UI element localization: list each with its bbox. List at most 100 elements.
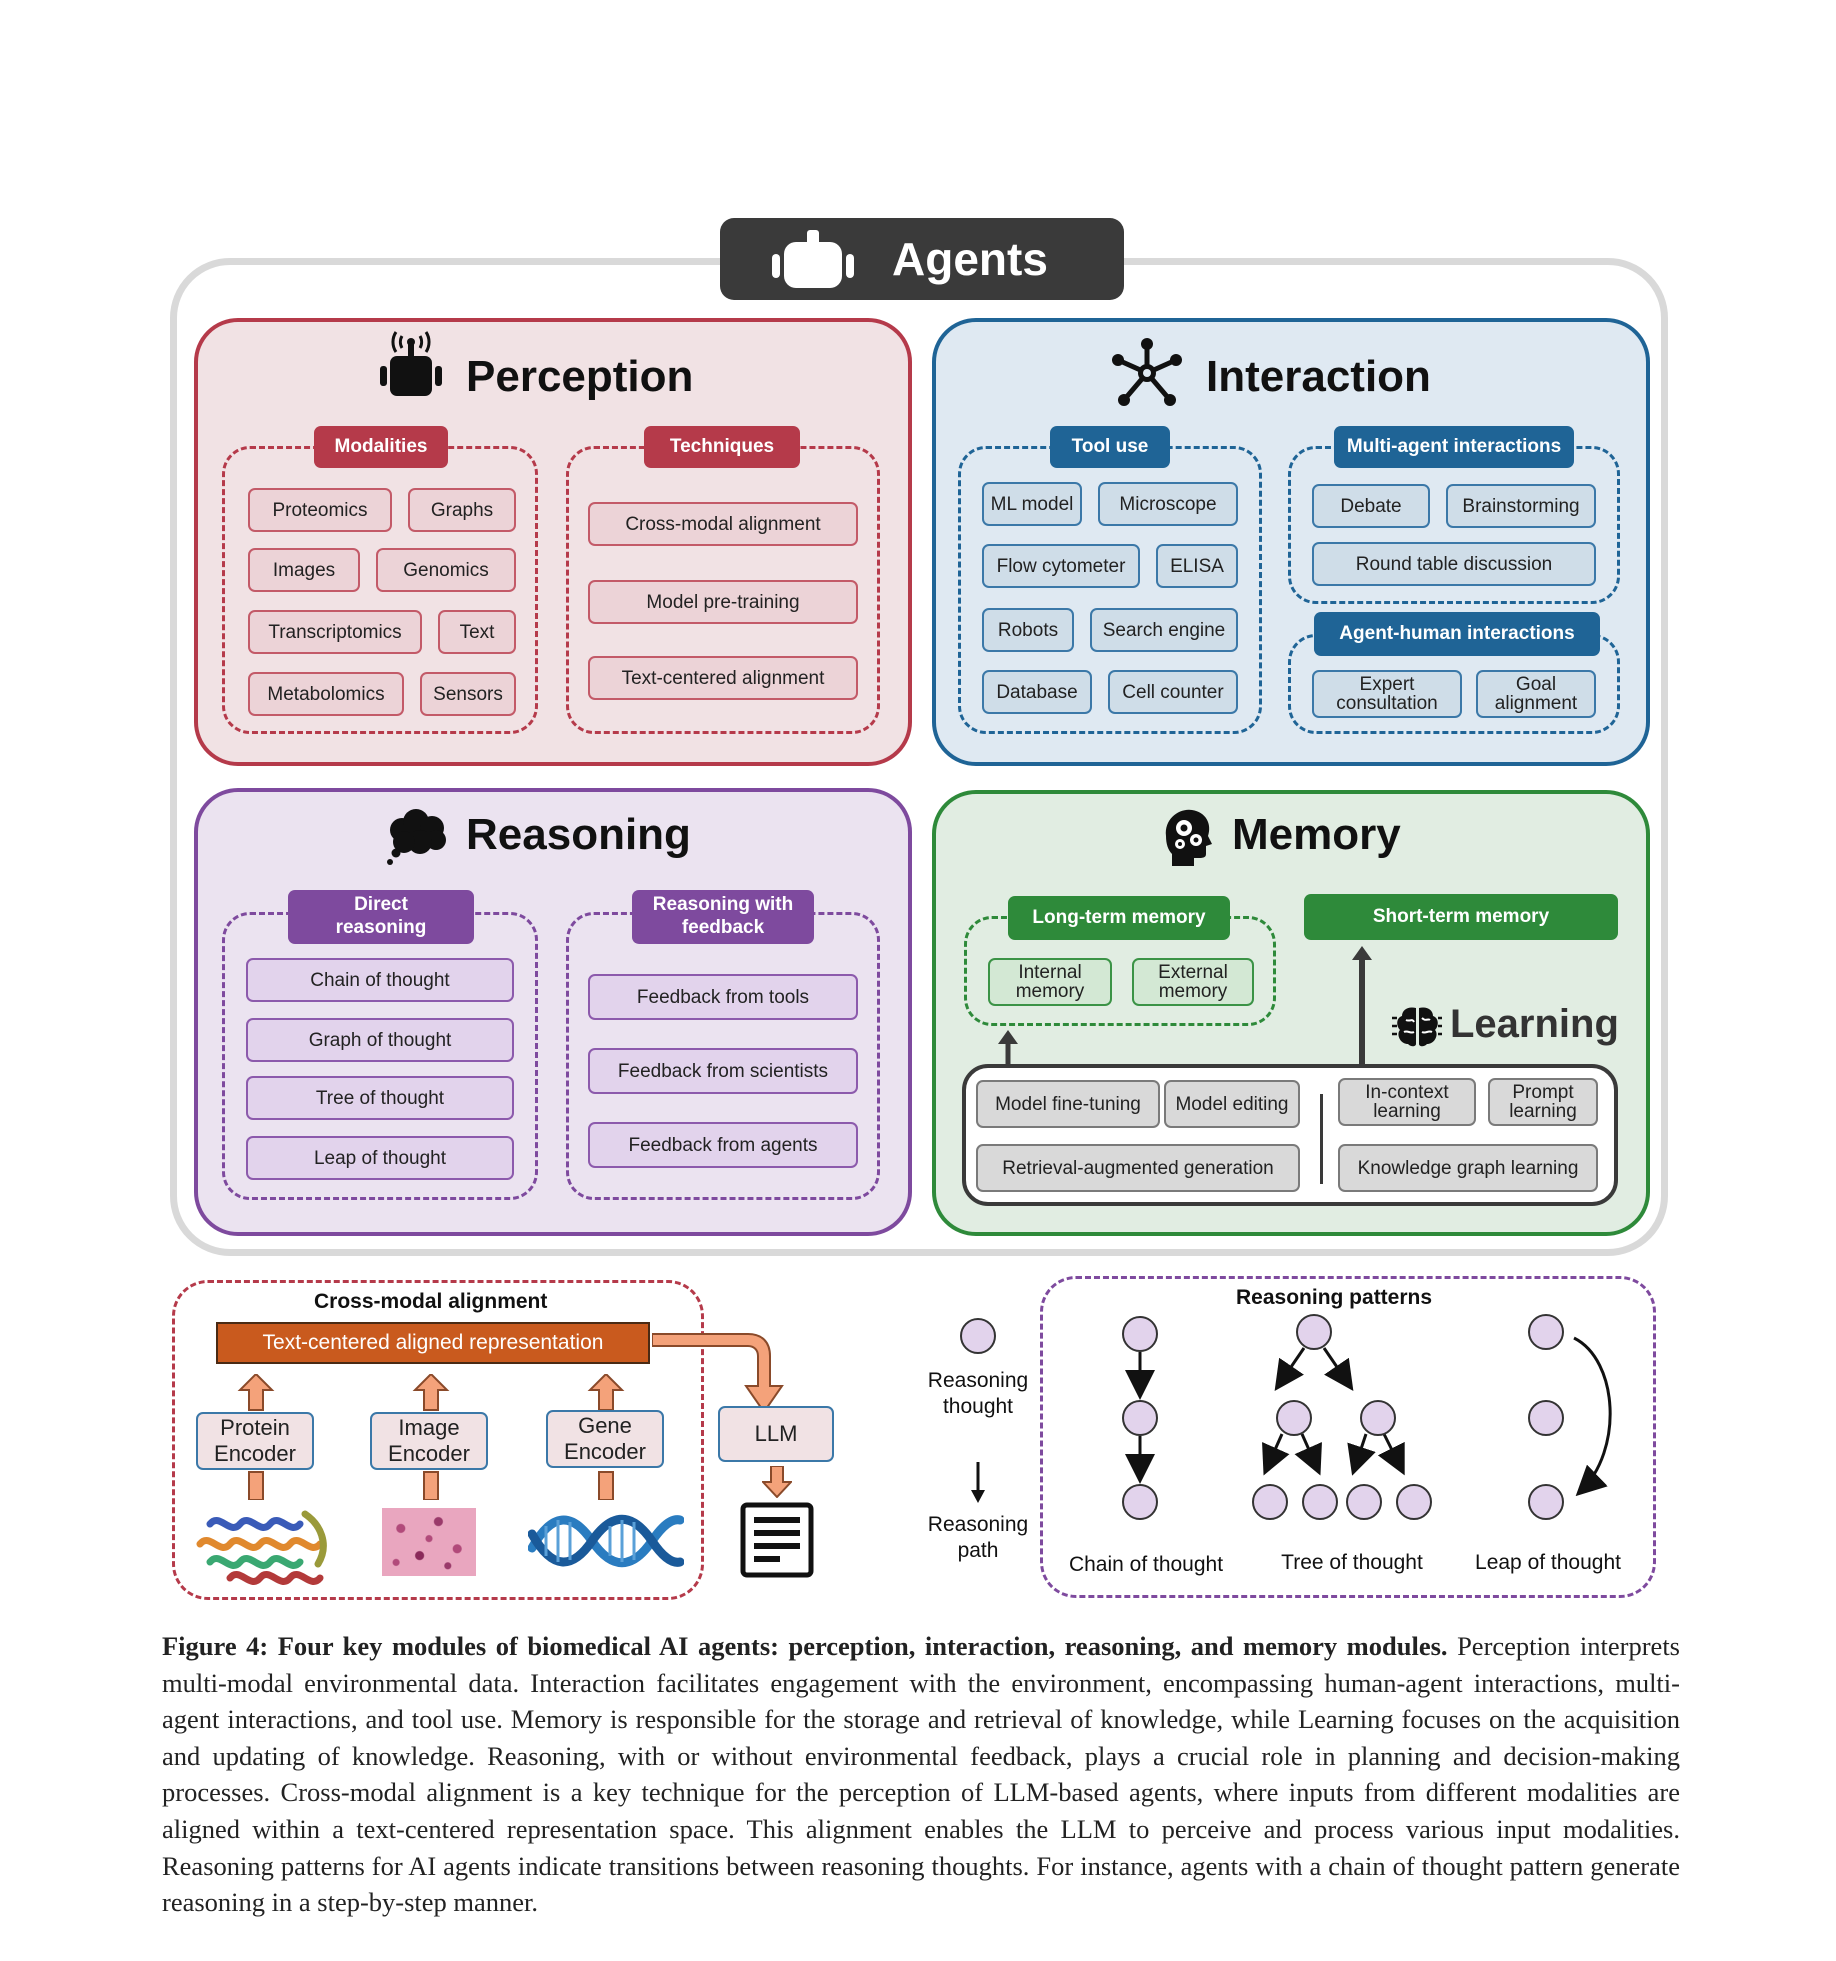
techniques-header: Techniques (644, 426, 800, 468)
learning-knowledge-graph: Knowledge graph learning (1338, 1144, 1598, 1192)
modality-metabolomics: Metabolomics (248, 672, 404, 716)
modality-proteomics: Proteomics (248, 488, 392, 532)
memory-internal-line1: Internal (1018, 962, 1082, 983)
perception-title: Perception (466, 352, 694, 401)
gene-encoder: Gene Encoder (546, 1410, 664, 1468)
tool-microscope: Microscope (1098, 482, 1238, 526)
cross-modal-group (172, 1280, 704, 1600)
head-gears-icon (1165, 809, 1212, 866)
modality-sensors: Sensors (420, 672, 516, 716)
direct-reasoning-header-line1: Direct (354, 894, 408, 916)
protein-encoder: Protein Encoder (196, 1412, 314, 1470)
protein-encoder-line2: Encoder (214, 1441, 296, 1466)
feedback-from-scientists: Feedback from scientists (588, 1048, 858, 1094)
reasoning-patterns-title: Reasoning patterns (1236, 1286, 1433, 1309)
direct-reasoning-header-line2: reasoning (335, 917, 427, 938)
pattern-tree-of-thought: Tree of thought (1281, 1551, 1423, 1574)
image-encoder: Image Encoder (370, 1412, 488, 1470)
agent-human-expert-line2: consultation (1336, 693, 1438, 714)
multi-agent-debate: Debate (1312, 484, 1430, 528)
legend-reasoning-path: Reasoning path (916, 1512, 1040, 1565)
reasoning-patterns-group (1040, 1276, 1656, 1598)
memory-internal: Internal memory (988, 958, 1112, 1006)
tool-use-header: Tool use (1050, 426, 1170, 468)
feedback-from-tools: Feedback from tools (588, 974, 858, 1020)
interaction-icon (1112, 338, 1182, 406)
modalities-header: Modalities (314, 426, 448, 468)
figure-caption-bold: Figure 4: Four key modules of biomedical… (162, 1631, 1448, 1661)
learning-in-context-line1: In-context (1365, 1082, 1449, 1103)
modality-genomics: Genomics (376, 548, 516, 592)
tool-robots: Robots (982, 608, 1074, 652)
multi-agent-brainstorming: Brainstorming (1446, 484, 1596, 528)
multi-agent-round-table: Round table discussion (1312, 542, 1596, 586)
legend-reasoning-thought-line2: thought (942, 1395, 1014, 1419)
gene-encoder-line1: Gene (578, 1412, 632, 1438)
reasoning-patterns-graphs (1122, 1314, 1612, 1520)
brain-icon (1392, 1007, 1442, 1047)
text-centered-representation: Text-centered aligned representation (216, 1322, 650, 1364)
representation-to-llm-arrow (652, 1333, 784, 1414)
long-term-memory-header: Long-term memory (1008, 896, 1230, 940)
reasoning-title: Reasoning (466, 810, 691, 859)
agents-header: Agents (720, 218, 1124, 300)
legend-thought-node (960, 1318, 996, 1354)
multi-agent-header: Multi-agent interactions (1334, 426, 1574, 468)
short-term-memory-header: Short-term memory (1304, 894, 1618, 940)
image-encoder-line2: Encoder (388, 1441, 470, 1466)
encoder-arrows (237, 1374, 625, 1500)
memory-external: External memory (1132, 958, 1254, 1006)
feedback-from-agents: Feedback from agents (588, 1122, 858, 1168)
robot-icon (772, 230, 854, 288)
agent-human-expert-consultation: Expert consultation (1312, 670, 1462, 718)
technique-model-pre-training: Model pre-training (588, 580, 858, 624)
modality-transcriptomics: Transcriptomics (248, 610, 422, 654)
technique-cross-modal-alignment: Cross-modal alignment (588, 502, 858, 546)
feedback-reasoning-header-line1: Reasoning with (652, 894, 794, 916)
tool-database: Database (982, 670, 1092, 714)
memory-internal-line2: memory (1015, 981, 1085, 1002)
legend-reasoning-path-line1: Reasoning (927, 1513, 1029, 1536)
learning-model-fine-tuning: Model fine-tuning (976, 1080, 1160, 1128)
legend-reasoning-path-line2: path (957, 1539, 999, 1563)
llm-label: LLM (754, 1421, 798, 1446)
tool-flow-cytometer: Flow cytometer (982, 544, 1140, 588)
direct-graph-of-thought: Graph of thought (246, 1018, 514, 1062)
image-encoder-line1: Image (398, 1414, 460, 1440)
agent-human-expert-line1: Expert (1359, 674, 1415, 695)
learning-prompt-line2: learning (1509, 1101, 1577, 1122)
learning-prompt: Prompt learning (1488, 1078, 1598, 1126)
protein-encoder-line1: Protein (220, 1414, 290, 1440)
modality-images: Images (248, 548, 360, 592)
memory-title: Memory (1232, 810, 1401, 859)
agents-title: Agents (892, 233, 1048, 285)
llm-output-arrow (762, 1466, 792, 1498)
modality-text: Text (438, 610, 516, 654)
tool-cell-counter: Cell counter (1108, 670, 1238, 714)
feedback-reasoning-header: Reasoning with feedback (632, 890, 814, 944)
legend-reasoning-thought-line1: Reasoning (927, 1369, 1029, 1392)
protein-structure-image (196, 1510, 327, 1585)
agent-human-goal-alignment: Goal alignment (1476, 670, 1596, 718)
figure-caption-text: Perception interprets multi-modal enviro… (162, 1631, 1680, 1918)
direct-leap-of-thought: Leap of thought (246, 1136, 514, 1180)
learning-title: Learning (1450, 1002, 1619, 1046)
pattern-chain-of-thought: Chain of thought (1068, 1553, 1224, 1576)
learning-in-context: In-context learning (1338, 1078, 1476, 1126)
learning-prompt-line1: Prompt (1512, 1082, 1574, 1103)
pattern-leap-of-thought: Leap of thought (1475, 1551, 1621, 1574)
agent-human-header: Agent-human interactions (1314, 612, 1600, 656)
technique-text-centered-alignment: Text-centered alignment (588, 656, 858, 700)
agent-human-goal-line2: alignment (1494, 693, 1578, 714)
llm-box: LLM (718, 1406, 834, 1462)
legend-reasoning-thought: Reasoning thought (916, 1368, 1040, 1421)
memory-external-line2: memory (1158, 981, 1228, 1002)
thought-cloud-icon (387, 809, 446, 865)
feedback-reasoning-header-line2: feedback (681, 917, 765, 938)
learning-to-long-term-arrow (998, 1030, 1018, 1068)
legend-path-arrow (971, 1462, 985, 1503)
direct-chain-of-thought: Chain of thought (246, 958, 514, 1002)
tissue-image (382, 1508, 476, 1576)
learning-in-context-line2: learning (1373, 1101, 1441, 1122)
direct-reasoning-header: Direct reasoning (288, 890, 474, 944)
